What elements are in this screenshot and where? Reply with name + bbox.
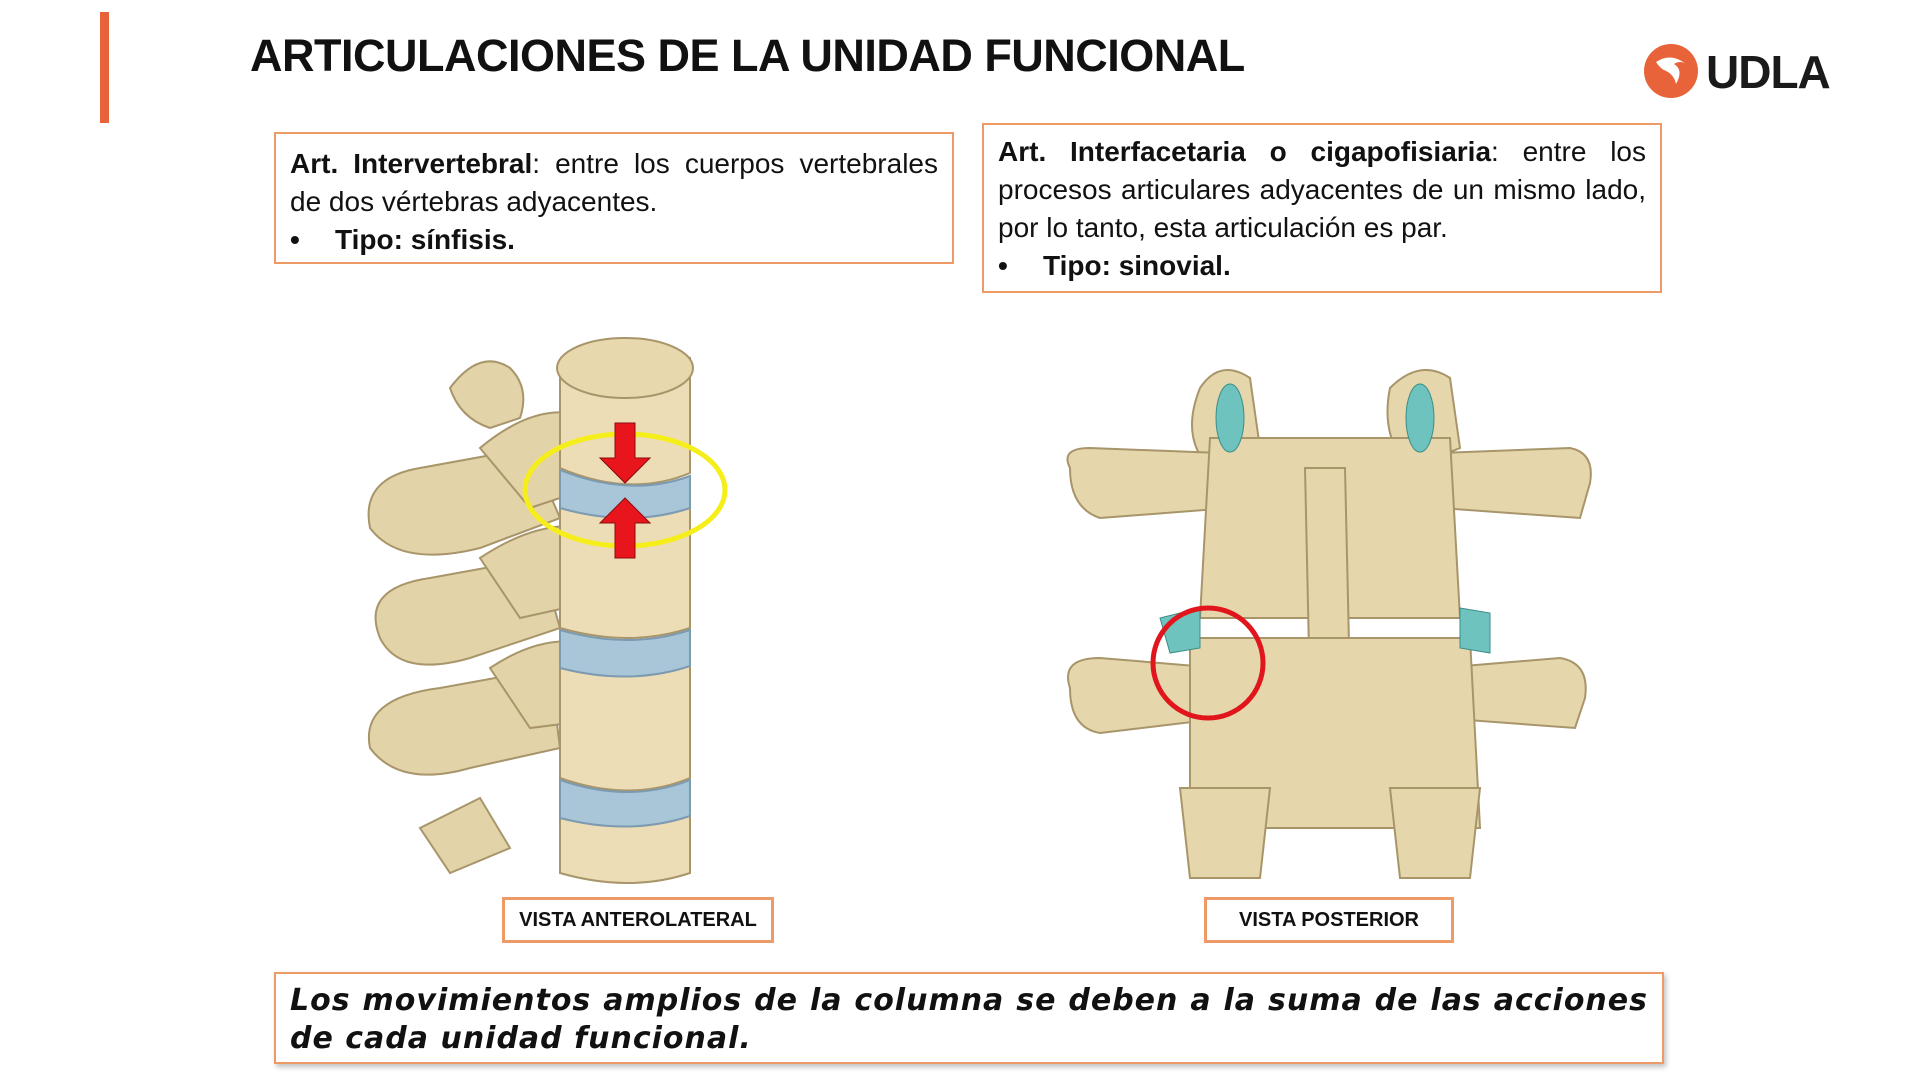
intervertebral-bullet: • Tipo: sínfisis. <box>290 221 938 259</box>
posterior-processes <box>1066 369 1592 879</box>
interfacetaria-text: Art. Interfacetaria o cigapofisiaria: en… <box>998 133 1646 247</box>
conclusion-box: Los movimientos amplios de la columna se… <box>274 972 1664 1064</box>
intervertebral-text: Art. Intervertebral: entre los cuerpos v… <box>290 145 938 221</box>
arrow-down-icon <box>598 422 652 484</box>
caption-anterolateral: VISTA ANTEROLATERAL <box>502 897 774 943</box>
slide-title: ARTICULACIONES DE LA UNIDAD FUNCIONAL <box>250 30 1245 81</box>
udla-logo: UDLA <box>1644 44 1831 98</box>
posterior-vertebrae-illustration <box>1066 369 1592 879</box>
udla-logo-text: UDLA <box>1706 46 1830 98</box>
interfacetaria-box: Art. Interfacetaria o cigapofisiaria: en… <box>982 123 1662 293</box>
intervertebral-type: Tipo: sínfisis. <box>335 224 515 255</box>
interfacetaria-term: Art. Interfacetaria o cigapofisiaria <box>998 136 1492 167</box>
bullet-dot: • <box>290 224 300 255</box>
intervertebral-term: Art. Intervertebral <box>290 148 533 179</box>
caption-posterior: VISTA POSTERIOR <box>1204 897 1454 943</box>
arrow-up-icon <box>598 497 652 559</box>
intervertebral-discs <box>559 468 691 828</box>
facet-cartilage <box>1159 383 1491 654</box>
udla-logo-mark <box>1644 44 1698 98</box>
interfacetaria-type: Tipo: sinovial. <box>1043 250 1231 281</box>
facet-joint-highlight-circle <box>1150 605 1266 721</box>
interfacetaria-description: : entre los procesos articulares adyacen… <box>998 136 1646 243</box>
compression-arrows <box>598 422 652 559</box>
accent-bar <box>100 12 109 123</box>
anterolateral-vertebrae-illustration <box>367 337 728 884</box>
intervertebral-description: : entre los cuerpos vertebrales de dos v… <box>290 148 938 217</box>
bullet-dot: • <box>998 250 1008 281</box>
interfacetaria-bullet: • Tipo: sinovial. <box>998 247 1646 285</box>
intervertebral-box: Art. Intervertebral: entre los cuerpos v… <box>274 132 954 264</box>
vertebral-bodies <box>556 337 694 884</box>
